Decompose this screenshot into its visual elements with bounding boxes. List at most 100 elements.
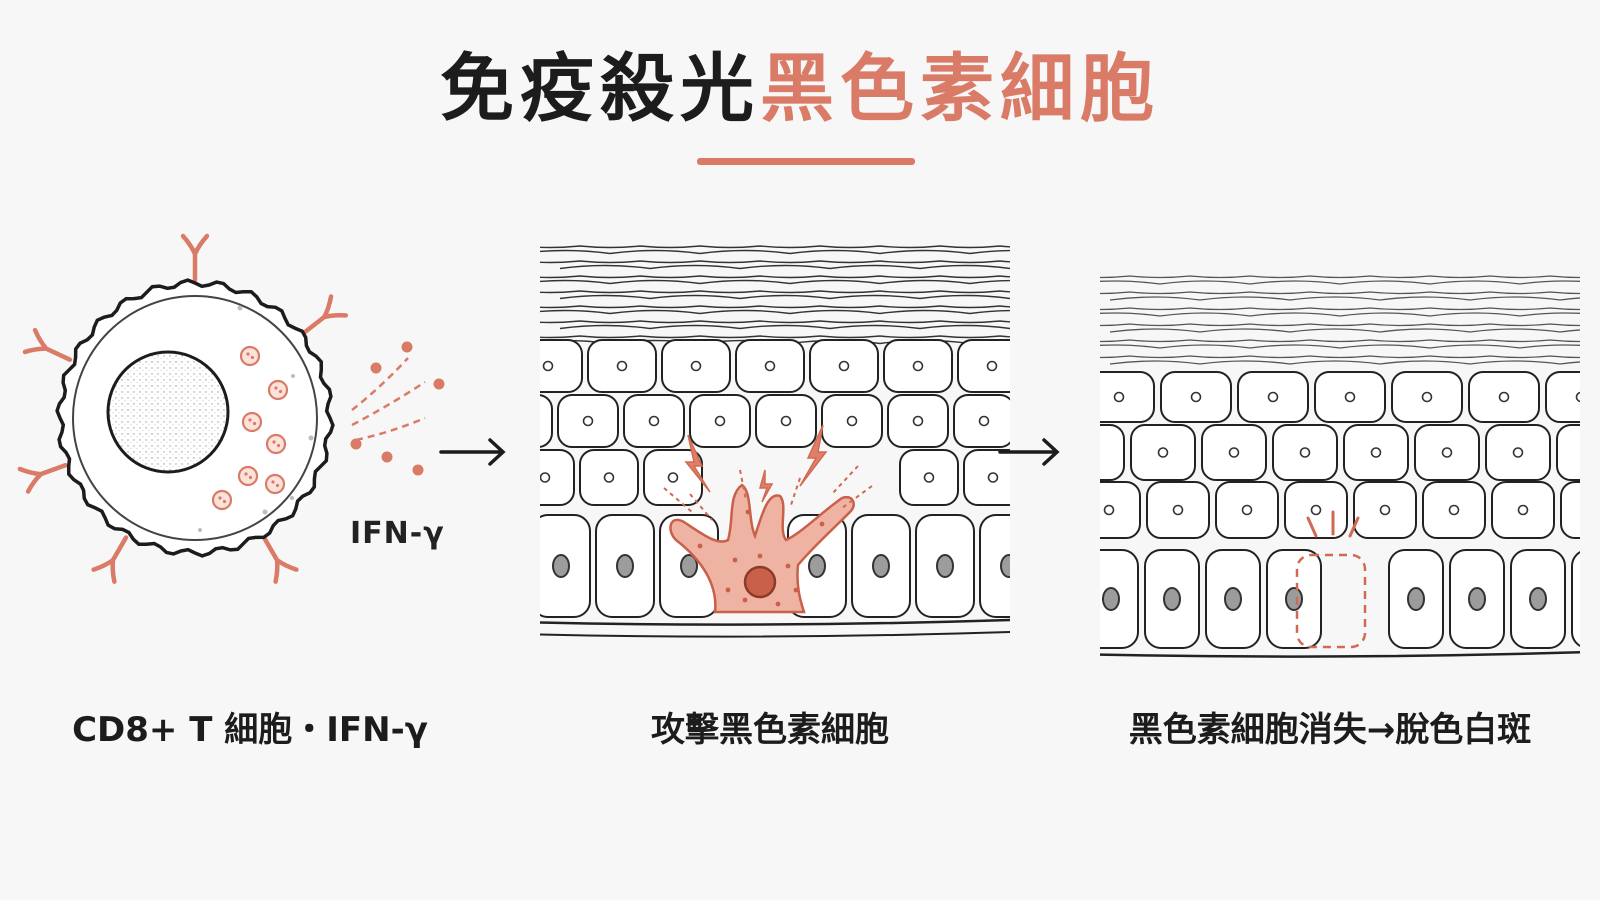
stratum-scale bbox=[879, 279, 971, 285]
stratum-scale bbox=[829, 264, 921, 270]
granule bbox=[264, 473, 286, 495]
keratinocyte bbox=[979, 514, 1010, 618]
keratinocyte-nucleus bbox=[1190, 391, 1202, 403]
stratum-scale bbox=[1469, 328, 1561, 333]
stratum-scale bbox=[969, 279, 1010, 285]
stratum-scale bbox=[649, 294, 741, 300]
keratinocyte-nucleus bbox=[1379, 504, 1391, 516]
stratum-scale bbox=[540, 279, 611, 285]
stratum-scale bbox=[789, 279, 881, 285]
keratinocyte bbox=[1560, 481, 1580, 539]
stratum-scale bbox=[609, 249, 701, 255]
keratinocyte bbox=[1100, 371, 1155, 423]
arrow-1 bbox=[439, 438, 506, 466]
receptor bbox=[301, 294, 349, 336]
keratinocyte-nucleus bbox=[936, 554, 954, 578]
keratinocyte-nucleus bbox=[1498, 391, 1510, 403]
release-lines bbox=[351, 357, 426, 442]
stratum-scale bbox=[1289, 360, 1381, 365]
keratinocyte-nucleus bbox=[764, 360, 776, 372]
keratinocyte-nucleus bbox=[1407, 587, 1425, 611]
melanosome bbox=[732, 557, 738, 563]
stratum-line bbox=[540, 290, 1010, 294]
cytokine-particle bbox=[381, 451, 393, 463]
stratum-scale bbox=[1159, 312, 1251, 317]
keratinocyte-nucleus bbox=[542, 360, 554, 372]
keratinocyte-nucleus bbox=[1000, 554, 1010, 578]
stratum-scale bbox=[739, 264, 831, 270]
keratinocyte-nucleus bbox=[1370, 447, 1382, 458]
granule bbox=[211, 489, 233, 511]
stratum-scale bbox=[1100, 312, 1161, 317]
stratum-scale bbox=[789, 249, 881, 255]
keratinocyte-nucleus bbox=[714, 415, 726, 427]
keratinocyte-nucleus bbox=[1517, 504, 1529, 516]
granule bbox=[237, 465, 259, 487]
stratum-scale bbox=[1249, 344, 1341, 349]
keratinocyte bbox=[540, 339, 583, 393]
attack-trails bbox=[663, 465, 873, 521]
keratinocyte bbox=[540, 394, 553, 448]
stratum-line bbox=[540, 245, 1010, 249]
stratum-scale bbox=[739, 294, 831, 300]
basement-membrane bbox=[1100, 651, 1580, 658]
stratum-scale bbox=[919, 294, 1010, 300]
keratinocyte bbox=[1556, 424, 1580, 481]
cytokine-particle bbox=[412, 464, 424, 476]
keratinocyte bbox=[1100, 424, 1125, 481]
granule bbox=[239, 345, 261, 367]
dermis-line bbox=[1070, 662, 1590, 667]
t-cell-illustration bbox=[17, 233, 445, 584]
stratum-scale bbox=[699, 309, 791, 315]
stratum-scale bbox=[789, 309, 881, 315]
stratum-line bbox=[1100, 291, 1580, 295]
stratum-line bbox=[540, 260, 1010, 264]
ifn-gamma-particles bbox=[350, 341, 445, 476]
page-title: 免疫殺光黑色素細胞 bbox=[0, 34, 1600, 144]
keratinocyte-nucleus bbox=[667, 472, 679, 483]
stratum-scale bbox=[609, 309, 701, 315]
stratum-scale bbox=[829, 324, 921, 330]
receptor bbox=[91, 535, 129, 584]
stratum-line bbox=[1100, 323, 1580, 327]
stratum-scale bbox=[1199, 296, 1291, 301]
keratinocyte-nucleus bbox=[616, 360, 628, 372]
keratinocyte-nucleus bbox=[912, 360, 924, 372]
stratum-scale bbox=[559, 264, 651, 270]
stratum-scale bbox=[1429, 344, 1521, 349]
keratinocyte-nucleus bbox=[1172, 504, 1184, 516]
keratinocyte-nucleus bbox=[978, 415, 990, 427]
receptor bbox=[261, 535, 299, 584]
stratum-scale bbox=[649, 324, 741, 330]
stratum-scale bbox=[1559, 361, 1580, 365]
stratum-scale bbox=[1339, 344, 1431, 349]
stratum-scale bbox=[1339, 312, 1431, 317]
keratinocyte-nucleus bbox=[1421, 391, 1433, 403]
receptor bbox=[180, 233, 210, 283]
stratum-scale bbox=[1559, 297, 1580, 301]
stratum-scale bbox=[1109, 328, 1201, 333]
melanosome bbox=[793, 587, 799, 593]
title-part-accent: 黑色素細胞 bbox=[760, 46, 1160, 132]
dermis-line bbox=[540, 631, 1010, 638]
stratum-scale bbox=[829, 294, 921, 300]
stratum-line bbox=[540, 335, 1010, 339]
keratinocyte-nucleus bbox=[1310, 504, 1322, 516]
keratinocyte-nucleus bbox=[680, 554, 698, 578]
keratinocyte bbox=[1545, 371, 1580, 423]
keratinocyte-nucleus bbox=[582, 415, 594, 427]
melanosome bbox=[742, 597, 748, 603]
cytokine-particle bbox=[433, 378, 445, 390]
keratinocyte-nucleus bbox=[1585, 448, 1594, 457]
keratinocyte-nucleus bbox=[923, 472, 935, 483]
stratum-scale bbox=[1100, 344, 1161, 349]
keratinocyte-nucleus bbox=[1448, 504, 1460, 516]
keratinocyte-nucleus bbox=[1299, 447, 1311, 458]
melanosome bbox=[725, 587, 731, 593]
stratum-scale bbox=[1379, 360, 1471, 365]
keratinocyte-nucleus bbox=[1088, 448, 1097, 457]
granule bbox=[265, 433, 287, 455]
melanosome bbox=[785, 563, 791, 569]
keratinocyte-nucleus bbox=[1163, 587, 1181, 611]
stratum-scale bbox=[1469, 360, 1561, 365]
